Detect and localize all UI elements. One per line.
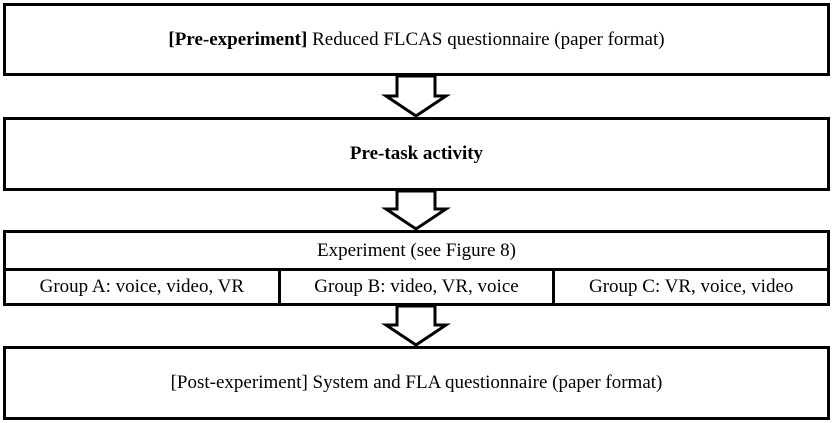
pre-experiment-prefix: [Pre-experiment] [168, 28, 308, 50]
group-c: Group C: VR, voice, video [552, 271, 827, 303]
arrow-down-icon [381, 74, 451, 118]
pre-task-activity-label: Pre-task activity [349, 143, 484, 164]
arrow-down-icon [381, 189, 451, 231]
experiment-title: Experiment (see Figure 8) [6, 233, 827, 271]
experiment-groups: Group A: voice, video, VR Group B: video… [6, 271, 827, 303]
group-b: Group B: video, VR, voice [277, 271, 553, 303]
pre-task-activity-box: Pre-task activity [3, 117, 830, 191]
post-experiment-box: [Post-experiment] System and FLA questio… [3, 346, 830, 420]
arrow-down-icon [381, 304, 451, 347]
group-a: Group A: voice, video, VR [39, 276, 245, 297]
pre-experiment-text: Reduced FLCAS questionnaire (paper forma… [307, 28, 665, 50]
experiment-box: Experiment (see Figure 8) Group A: voice… [3, 230, 830, 306]
post-experiment-text: [Post-experiment] System and FLA questio… [170, 372, 663, 393]
pre-experiment-box: [Pre-experiment] Reduced FLCAS questionn… [3, 3, 830, 76]
